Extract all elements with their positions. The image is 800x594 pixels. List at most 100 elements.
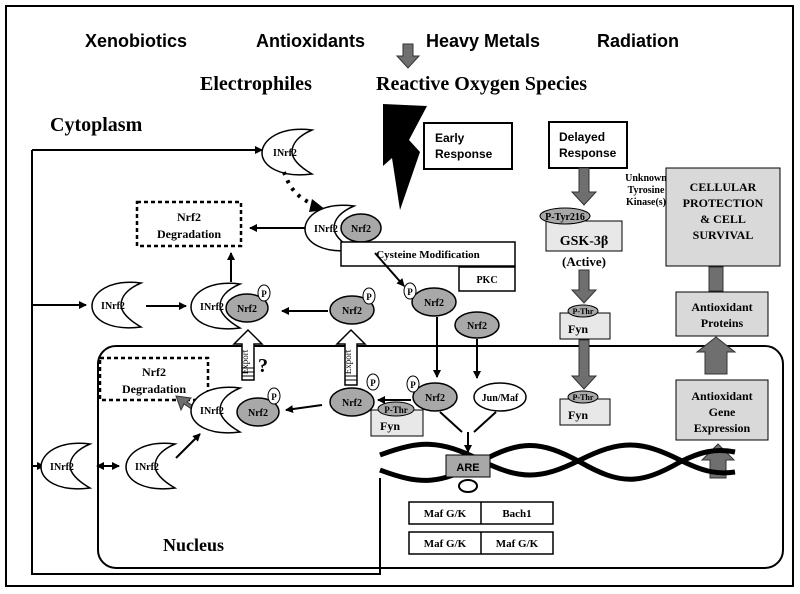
inrf2-cyto-mid: INrf2 [91, 281, 144, 329]
gene-line3: Expression [694, 421, 751, 435]
svg-text:P-Thr: P-Thr [384, 405, 408, 415]
merge-right [473, 411, 497, 433]
svg-text:P: P [410, 380, 416, 390]
pkc-label: PKC [476, 275, 497, 286]
stimulus-electrophiles: Electrophiles [200, 73, 312, 95]
jun-maf: Jun/Maf [473, 382, 527, 412]
stimulus-ros: Reactive Oxygen Species [376, 73, 587, 95]
early-response-line2: Response [435, 147, 493, 161]
svg-text:P: P [366, 292, 372, 302]
inrf2-nuc-left: INrf2 [40, 442, 93, 490]
lightning-bolt-icon [383, 104, 427, 210]
nrf2-p-fyn-nuc: Nrf2 P P-Thr Fyn [329, 373, 424, 437]
delayed-response-line1: Delayed [559, 130, 605, 144]
nucleus-membrane [97, 345, 784, 569]
proteins-line2: Proteins [701, 316, 744, 330]
dna-helix [379, 441, 736, 483]
svg-text:Nrf2: Nrf2 [424, 298, 444, 309]
fyn-nuclear-arrow [570, 339, 598, 390]
degradation-nuc-line1: Nrf2 [142, 365, 166, 379]
svg-text:Nrf2: Nrf2 [248, 408, 268, 419]
p-tyr216-label: P-Tyr216 [545, 212, 585, 223]
pkc-box [458, 266, 516, 292]
export-arrow-left: Export [232, 328, 264, 381]
p-thr-oval-nuc [567, 390, 599, 404]
degradation-cyto-line1: Nrf2 [177, 210, 201, 224]
svg-text:INrf2: INrf2 [273, 148, 297, 159]
svg-text:Nrf2: Nrf2 [342, 398, 362, 409]
kinase-note-2: Tyrosine [628, 185, 665, 196]
nrf2-p-released: Nrf2 P [403, 282, 457, 317]
inrf2-nrf2-p-complex-cyto: INrf2 Nrf2 P [190, 282, 271, 330]
stimulus-heavy-metals: Heavy Metals [426, 31, 540, 51]
survival-line2: PROTECTION [683, 196, 764, 210]
inrf2-nrf2-complex-top: INrf2 Nrf2 [304, 204, 382, 252]
stimulus-arrow [395, 43, 421, 69]
early-response-line1: Early [435, 131, 465, 145]
svg-text:Nrf2: Nrf2 [467, 321, 487, 332]
svg-text:Export: Export [240, 349, 250, 374]
nuc-nrf2-to-complex-arrow [285, 404, 323, 413]
fyn-label-nuc: Fyn [568, 408, 588, 422]
inrf2-nuc-right: INrf2 [125, 442, 178, 490]
bach1-label: Bach1 [502, 508, 531, 520]
nrf2-free: Nrf2 [454, 311, 500, 339]
svg-text:Jun/Maf: Jun/Maf [482, 393, 519, 404]
svg-text:P: P [261, 289, 267, 299]
delayed-response-box [548, 121, 628, 169]
svg-text:P: P [407, 287, 413, 297]
fyn-label-cyto: Fyn [568, 322, 588, 336]
degradation-nuc-line2: Degradation [122, 382, 186, 396]
p-thr-label-cyto: P-Thr [573, 307, 594, 316]
cytoplasm-label: Cytoplasm [50, 114, 143, 136]
svg-text:INrf2: INrf2 [200, 406, 224, 417]
svg-text:INrf2: INrf2 [135, 462, 159, 473]
svg-text:INrf2: INrf2 [101, 301, 125, 312]
degradation-box-nuc [98, 356, 210, 402]
maf-gk-2: Maf G/K [424, 538, 467, 550]
release-arrow [374, 252, 405, 287]
gsk3b-box [545, 220, 623, 252]
export-arrow-right: Export [335, 328, 367, 386]
inrf2-binding-arrow [175, 433, 201, 459]
gene-to-proteins-arrow [695, 336, 737, 375]
cysteine-mod-label: Cysteine Modification [376, 249, 480, 261]
survival-box [665, 167, 781, 267]
nrf2-p-exported: Nrf2 P [329, 287, 376, 325]
svg-text:Nrf2: Nrf2 [351, 224, 371, 235]
are-label: ARE [456, 462, 479, 474]
antioxidant-proteins-box [675, 291, 769, 337]
gene-expression-box [675, 379, 769, 441]
nrf2-p-nuc-center: Nrf2 P [406, 375, 458, 412]
gene-line2: Gene [709, 405, 736, 419]
early-response-box [423, 122, 513, 170]
svg-text:Export: Export [343, 349, 353, 374]
p-thr-oval-cyto [567, 304, 599, 318]
degradation-cyto-line2: Degradation [157, 227, 221, 241]
fyn-box-nuc [559, 398, 611, 426]
degradation-box-cyto [135, 200, 243, 248]
merge-left [439, 411, 463, 433]
stimulus-xenobiotics: Xenobiotics [85, 31, 187, 51]
kinase-note-3: Kinase(s) [626, 197, 666, 208]
stimulus-radiation: Radiation [597, 31, 679, 51]
gsk-to-fyn-arrow [570, 269, 598, 304]
svg-text:P: P [271, 392, 277, 402]
svg-text:INrf2: INrf2 [200, 302, 224, 313]
delayed-arrow [570, 167, 598, 206]
stimulus-antioxidants: Antioxidants [256, 31, 365, 51]
recycle-loop-line [31, 150, 381, 575]
nucleus-label: Nucleus [163, 535, 224, 555]
maf-gk-3: Maf G/K [496, 538, 539, 550]
survival-line4: SURVIVAL [693, 228, 754, 242]
outer-frame [5, 5, 794, 587]
svg-text:P: P [370, 378, 376, 388]
gene-line1: Antioxidant [691, 389, 752, 403]
proteins-to-survival-arrow [708, 266, 724, 292]
svg-text:Nrf2: Nrf2 [342, 306, 362, 317]
survival-line3: & CELL [700, 212, 746, 226]
inrf2-nrf2-p-complex-nuc: INrf2 Nrf2 P [190, 386, 281, 434]
p-tyr216-oval [539, 207, 591, 225]
cysteine-mod-box [340, 241, 516, 267]
